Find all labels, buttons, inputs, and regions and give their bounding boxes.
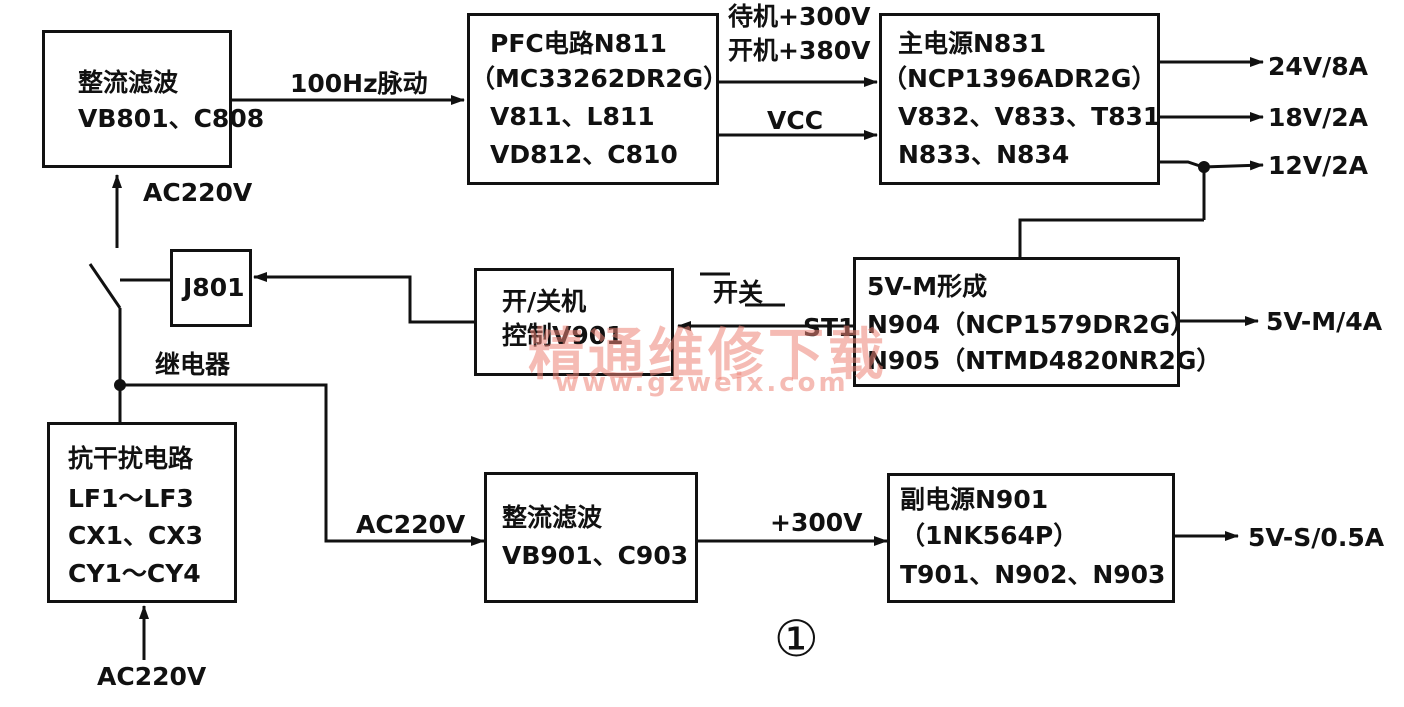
main-power-block	[879, 13, 1160, 185]
aux-power-parts: T901、N902、N903	[900, 560, 1166, 589]
rectifier-bottom-title: 整流滤波	[502, 503, 603, 532]
label-ac220v-top: AC220V	[143, 178, 253, 207]
5v-m-chip-1: N904（NCP1579DR2G）	[867, 310, 1196, 339]
label-poweron-380v: 开机+380V	[728, 36, 871, 65]
onoff-part: 控制V901	[502, 321, 624, 350]
emi-filter-block	[47, 422, 237, 603]
5v-m-forming-block	[853, 257, 1180, 387]
figure-number: ①	[774, 610, 819, 668]
main-power-title: 主电源N831	[898, 29, 1047, 58]
label-plus-300v: +300V	[770, 508, 863, 537]
aux-power-chip: （1NK564P）	[900, 521, 1079, 550]
watermark-text: 精通维修下载	[528, 323, 888, 388]
watermark-url: www.gzweix.com	[555, 368, 849, 398]
label-100hz-pulse: 100Hz脉动	[290, 69, 428, 98]
onoff-title: 开/关机	[502, 287, 587, 316]
junction-dot	[1198, 161, 1210, 173]
pfc-circuit-block	[467, 13, 719, 185]
output-5v-m: 5V-M/4A	[1266, 307, 1383, 336]
label-ac220v-input: AC220V	[97, 662, 207, 691]
main-power-chip: （NCP1396ADR2G）	[882, 64, 1157, 93]
pfc-title: PFC电路N811	[490, 29, 667, 58]
power-onoff-control-block	[474, 268, 674, 376]
rectifier-filter-block-bottom	[484, 472, 698, 603]
emi-title: 抗干扰电路	[68, 444, 194, 473]
aux-power-block	[887, 473, 1175, 603]
label-standby-300v: 待机+300V	[728, 2, 871, 31]
output-18v: 18V/2A	[1268, 103, 1369, 132]
label-switch: 开关	[713, 278, 764, 307]
relay-j801-block	[170, 249, 252, 327]
rectifier-filter-block-top	[42, 30, 232, 168]
pfc-chip: （MC33262DR2G）	[470, 64, 729, 93]
rectifier-bottom-parts: VB901、C903	[502, 541, 689, 570]
label-relay: 继电器	[155, 350, 231, 379]
main-power-parts-2: N833、N834	[898, 140, 1070, 169]
main-power-parts-1: V832、V833、T831	[898, 102, 1161, 131]
label-ac220v-mid: AC220V	[356, 510, 466, 539]
label-vcc: VCC	[767, 106, 824, 135]
output-12v: 12V/2A	[1268, 151, 1369, 180]
output-5v-s: 5V-S/0.5A	[1248, 523, 1385, 552]
rectifier-top-parts: VB801、C808	[78, 104, 265, 133]
emi-parts-1: LF1～LF3	[68, 484, 194, 513]
rectifier-top-title: 整流滤波	[78, 68, 179, 97]
output-24v: 24V/8A	[1268, 52, 1369, 81]
label-st1: ST1	[803, 313, 856, 342]
pfc-parts-1: V811、L811	[490, 102, 655, 131]
pfc-parts-2: VD812、C810	[490, 140, 678, 169]
emi-parts-2: CX1、CX3	[68, 521, 204, 550]
relay-j801-label: J801	[183, 273, 245, 302]
aux-power-title: 副电源N901	[900, 485, 1049, 514]
5v-m-chip-2: N905（NTMD4820NR2G）	[867, 346, 1222, 375]
emi-parts-3: CY1～CY4	[68, 559, 201, 588]
junction-dot	[114, 379, 126, 391]
5v-m-title: 5V-M形成	[867, 272, 988, 301]
